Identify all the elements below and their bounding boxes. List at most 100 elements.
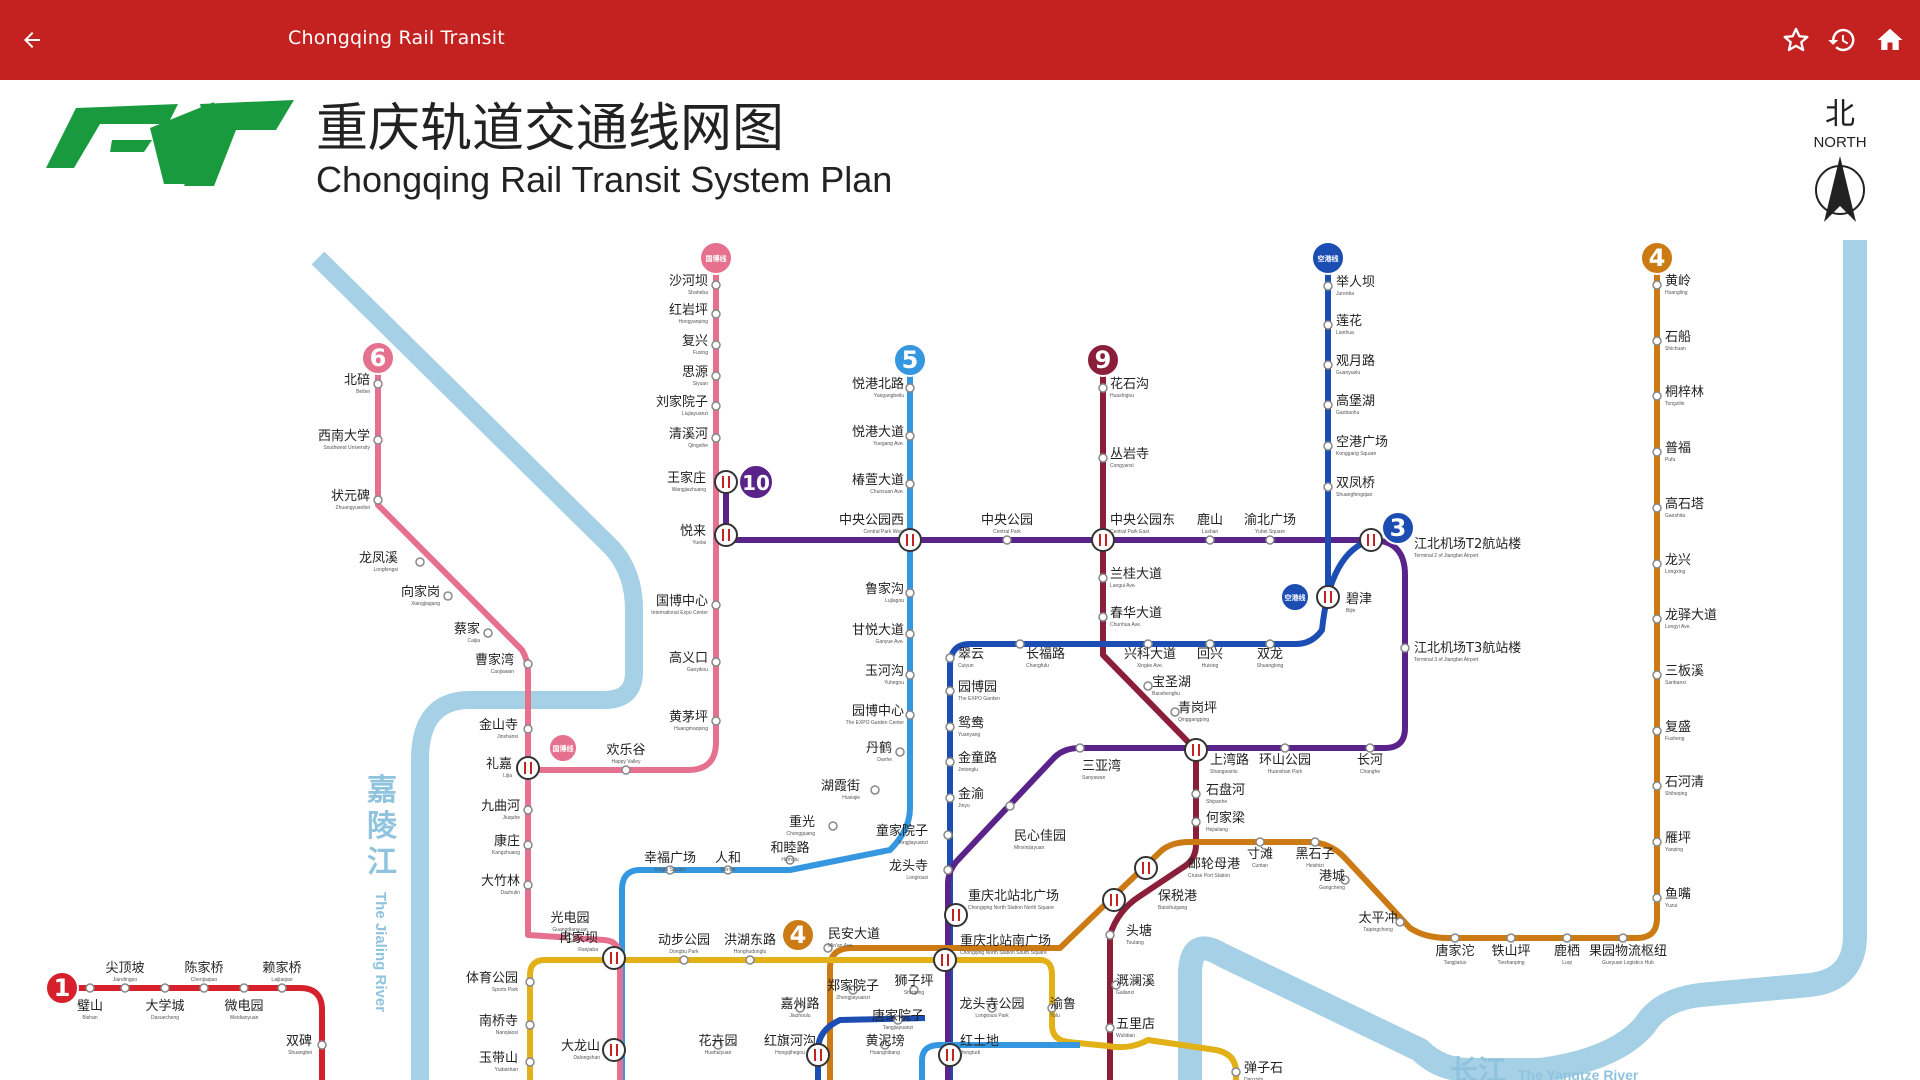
home-button[interactable]	[1866, 16, 1914, 64]
back-button[interactable]	[8, 16, 56, 64]
favorite-button[interactable]	[1772, 16, 1820, 64]
history-button[interactable]	[1818, 16, 1866, 64]
